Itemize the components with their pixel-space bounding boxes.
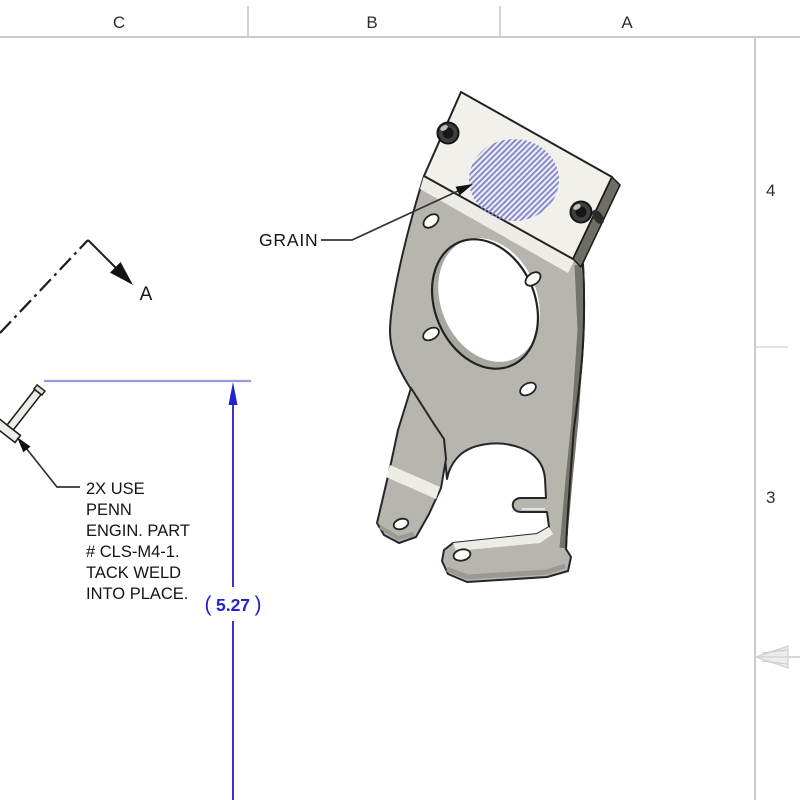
flange-thickness-band: [446, 563, 566, 580]
grain-leader-arrowhead-icon: [455, 184, 473, 196]
dimension-paren-close: ): [254, 593, 261, 616]
standoff-shaft: [5, 388, 43, 432]
zone-col-b: B: [366, 13, 377, 32]
note-line: ENGIN. PART: [86, 522, 190, 540]
view-arrow-shaft: [87, 239, 117, 269]
manufacturing-note: 2X USE PENN ENGIN. PART # CLS-M4-1. TACK…: [86, 480, 190, 603]
large-center-hole: [430, 238, 540, 370]
note-leader: [17, 437, 80, 488]
note-leader-arrowhead-icon: [17, 437, 31, 453]
clinch-nut-bump: [592, 209, 604, 225]
flange-bend-highlight: [453, 527, 553, 551]
bolt-hole: [422, 213, 440, 229]
zone-col-a: A: [621, 13, 633, 32]
bolt-hole: [422, 326, 440, 342]
note-line: INTO PLACE.: [86, 585, 188, 603]
zone-row-3: 3: [766, 488, 775, 507]
dimension-text: ( 5.27 ): [205, 593, 262, 616]
view-plane-dashdot-line: [0, 239, 89, 334]
note-leader-line: [25, 447, 80, 488]
plate-bend-highlight: [420, 176, 575, 273]
note-line: PENN: [86, 501, 132, 519]
note-line: 2X USE: [86, 480, 145, 498]
dimension-value: 5.27: [216, 595, 250, 615]
flange-hole: [452, 548, 472, 562]
screw-fastener: [436, 121, 460, 145]
standoff-tip: [32, 383, 47, 397]
leg-bend-highlight: [386, 465, 440, 499]
foot-thickness-band: [378, 525, 415, 540]
zone-col-c: C: [113, 13, 125, 32]
grain-annotation: GRAIN: [259, 184, 473, 250]
bolt-hole: [519, 381, 537, 397]
screw-fastener: [569, 200, 593, 224]
dimension-paren-open: (: [205, 593, 212, 616]
dimension-5-27: ( 5.27 ): [205, 382, 262, 800]
bracket-part-view: [376, 91, 621, 583]
view-arrow-label: A: [140, 284, 153, 305]
sheet-center-marker-icon: [754, 645, 800, 669]
foot-hole: [392, 517, 410, 531]
bolt-hole: [524, 271, 542, 287]
note-line: # CLS-M4-1.: [86, 543, 180, 561]
grain-hatch-region: [469, 139, 559, 221]
grain-leader-line: [321, 190, 459, 241]
note-line: TACK WELD: [86, 564, 181, 582]
standoff-pin-view: [0, 383, 47, 444]
view-arrow-a: A: [0, 239, 153, 334]
dimension-arrowhead-icon: [228, 382, 238, 405]
zone-row-4: 4: [766, 181, 775, 200]
view-arrowhead-icon: [110, 262, 133, 285]
grain-label: GRAIN: [259, 230, 318, 250]
bracket-right-edge-outline: [565, 263, 586, 550]
sheet-border: C B A 4 3: [0, 6, 800, 800]
